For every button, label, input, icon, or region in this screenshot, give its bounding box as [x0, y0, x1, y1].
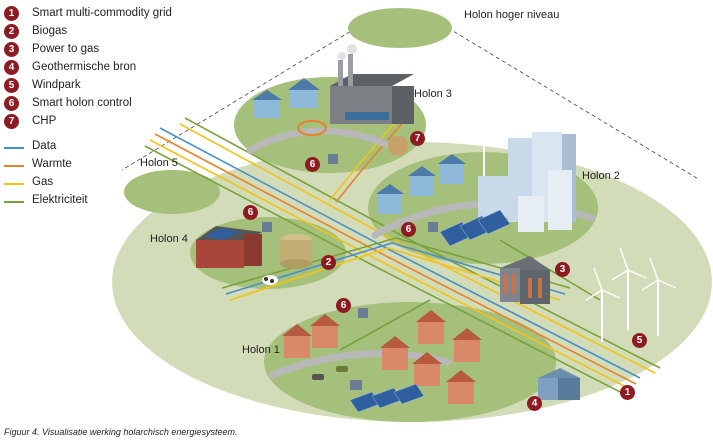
cow: [262, 275, 278, 285]
marker-6-holon-2: 6: [401, 222, 416, 237]
holon-top-ellipse: [348, 8, 452, 48]
marker-2: 2: [321, 255, 336, 270]
legend-line-label: Data: [32, 140, 57, 152]
legend-label: Windpark: [32, 79, 81, 91]
marker-3: 3: [555, 262, 570, 277]
marker-7: 7: [410, 131, 425, 146]
factory: [297, 44, 414, 156]
legend-label: Power to gas: [32, 43, 100, 55]
legend-badge: 3: [4, 42, 19, 57]
holon-5-label: Holon 5: [140, 157, 178, 169]
projection-line-left: [121, 27, 357, 171]
marker-1: 1: [620, 385, 635, 400]
houses-holon-3: [252, 78, 320, 118]
legend-badge: 7: [4, 114, 19, 129]
legend-line-label: Warmte: [32, 158, 72, 170]
legend-label: CHP: [32, 115, 57, 127]
marker-6-holon-1: 6: [336, 298, 351, 313]
solar-field-holon-1: [349, 383, 425, 413]
grid-bundle: [144, 111, 661, 397]
biogas-digester: [280, 234, 312, 269]
legend-label: Smart holon control: [32, 97, 132, 109]
houses-holon-1: [282, 310, 482, 404]
legend-label: Smart multi-commodity grid: [32, 7, 172, 19]
office-towers: [478, 132, 576, 232]
cars: [312, 366, 348, 380]
marker-6-holon-3: 6: [305, 157, 320, 172]
power-to-gas-unit: [500, 256, 550, 304]
figure-caption: Figuur 4. Visualisatie werking holarchis…: [4, 427, 238, 437]
houses-holon-2: [376, 154, 466, 214]
marker-4: 4: [527, 396, 542, 411]
legend-line-label: Elektriciteit: [32, 194, 88, 206]
legend-label: Biogas: [32, 25, 68, 37]
marker-5: 5: [632, 333, 647, 348]
legend-badge: 1: [4, 6, 19, 21]
holon-2-label: Holon 2: [582, 170, 620, 182]
legend-badge: 4: [4, 60, 19, 75]
legend-line-swatch: [4, 165, 24, 167]
solar-field-holon-2: [439, 209, 511, 247]
marker-6-holon-4: 6: [243, 205, 258, 220]
legend-badge: 5: [4, 78, 19, 93]
holon-5-ellipse: [124, 170, 220, 214]
holon-3-label: Holon 3: [414, 88, 452, 100]
legend-badge: 2: [4, 24, 19, 39]
legend-badge: 6: [4, 96, 19, 111]
legend-line-swatch: [4, 201, 24, 203]
geothermal-station: [538, 368, 580, 400]
grid-control-boxes: [262, 154, 438, 390]
wind-turbines: [469, 93, 677, 342]
legend-line-label: Gas: [32, 176, 54, 188]
legend-label: Geothermische bron: [32, 61, 137, 73]
holon-1-label: Holon 1: [242, 344, 280, 356]
legend-line-swatch: [4, 183, 24, 185]
projection-line-right: [447, 27, 701, 181]
holon-4-label: Holon 4: [150, 233, 188, 245]
farm: [196, 226, 262, 268]
holon-top-label: Holon hoger niveau: [464, 9, 560, 21]
legend-line-swatch: [4, 147, 24, 149]
